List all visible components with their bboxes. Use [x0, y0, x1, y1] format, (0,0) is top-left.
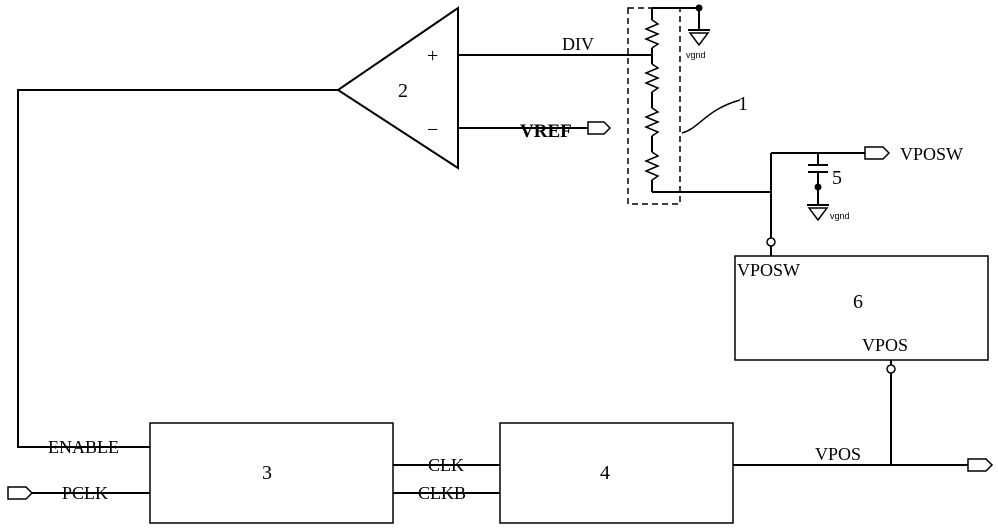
div-label: DIV	[562, 34, 594, 54]
block-6-number: 6	[853, 291, 863, 313]
clk-label: CLK	[428, 455, 464, 475]
vposw-connector	[766, 237, 776, 247]
pclk-pin	[7, 486, 34, 500]
divider-callout-number: 1	[738, 93, 748, 115]
comparator-triangle	[336, 6, 459, 170]
divider-gnd-label: vgnd	[686, 50, 706, 60]
enable-wire	[17, 89, 338, 448]
gnd-icon	[807, 207, 829, 222]
capacitor-gnd-label: vgnd	[830, 211, 850, 221]
pclk-label: PCLK	[62, 483, 108, 503]
junction-dot	[814, 183, 822, 191]
block-6-out-label: VPOS	[862, 335, 908, 355]
block-6	[734, 255, 989, 361]
vposw-pin-label: VPOSW	[900, 144, 963, 164]
block-4-number: 4	[600, 462, 610, 484]
resistor-4	[644, 151, 660, 181]
resistor-top	[644, 19, 660, 49]
enable-label: ENABLE	[48, 437, 119, 457]
vpos-out-label: VPOS	[815, 444, 861, 464]
vpos-out-pin	[967, 458, 994, 472]
comparator-plus: +	[427, 45, 438, 67]
comparator-minus: −	[427, 119, 438, 141]
capacitor-number: 5	[832, 167, 842, 189]
block-3	[149, 422, 394, 524]
vref-pin	[587, 121, 612, 135]
resistor-2	[644, 63, 660, 93]
gnd-icon	[688, 32, 710, 47]
callout-leader	[681, 99, 741, 134]
vref-label: VREF	[520, 121, 572, 142]
vposw-pin	[864, 146, 891, 160]
comparator-number: 2	[398, 80, 408, 102]
block-3-number: 3	[262, 462, 272, 484]
block-4	[499, 422, 734, 524]
clkb-label: CLKB	[418, 483, 466, 503]
block-6-in-label: VPOSW	[737, 260, 800, 280]
vpos-connector	[886, 364, 896, 374]
resistor-3	[644, 107, 660, 137]
